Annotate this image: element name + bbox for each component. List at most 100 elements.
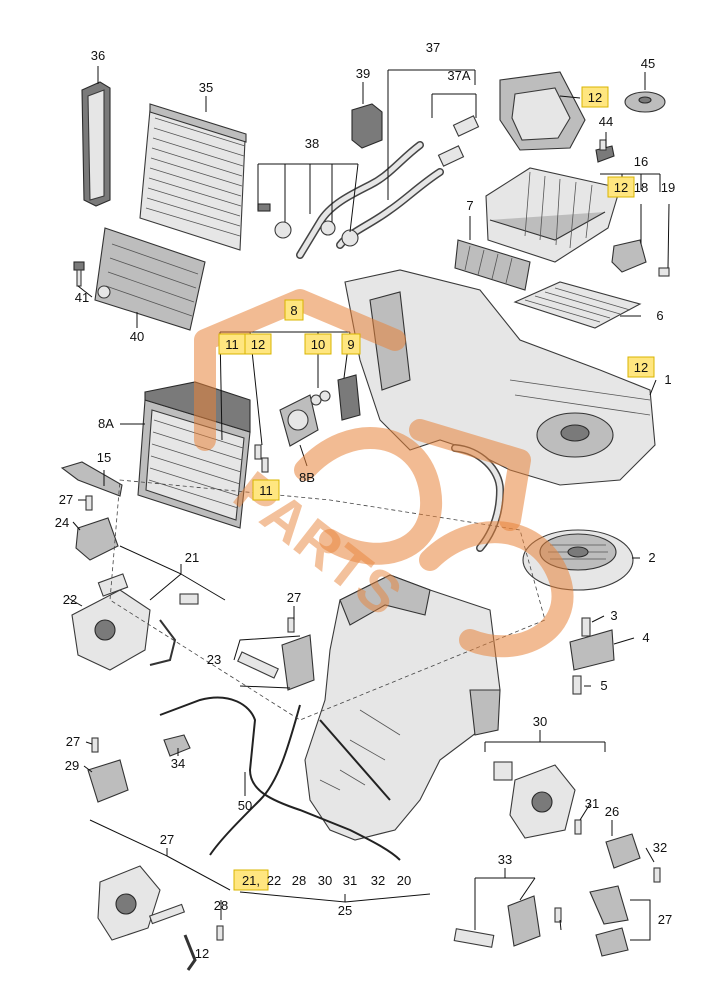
part-24-actuator [75, 517, 119, 561]
highlight-box [244, 333, 272, 355]
callout-12-label: 12 [607, 176, 635, 198]
callout-11-label: 11 [218, 333, 246, 355]
callout-text: 20 [397, 873, 411, 888]
part-38-fittings [257, 203, 359, 247]
part-15-sensor [60, 461, 123, 497]
part-36-bracket [81, 81, 111, 207]
part-8B-expansion-valve [279, 394, 319, 447]
screw-parts [85, 495, 661, 941]
callout-50-label: 50 [238, 798, 252, 813]
callout-text: 21, [242, 873, 260, 888]
callout-text: 35 [199, 80, 213, 95]
part-45-nut [624, 91, 666, 113]
part-18-actuator [611, 239, 647, 273]
callout-3-label: 3 [610, 608, 617, 623]
callout-text: 2 [648, 550, 655, 565]
part-39-valve [351, 103, 383, 149]
part-3-screw [581, 617, 591, 637]
callout-text: 32 [371, 873, 385, 888]
callout-23-label: 23 [207, 652, 221, 667]
part-6-filter [513, 281, 642, 329]
part-37-pipes [296, 115, 480, 259]
callout-12-label: 12 [581, 86, 609, 108]
callout-text: 23 [207, 652, 221, 667]
callout-39-label: 39 [356, 66, 370, 81]
callout-26-label: 26 [605, 804, 619, 819]
callout-38-label: 38 [305, 136, 319, 151]
part-12-gasket [499, 71, 586, 151]
callout-21-label: 21, [233, 869, 269, 891]
part-34-clip [163, 734, 191, 757]
part-35-heater-core [139, 103, 247, 251]
callout-44-label: 44 [599, 114, 613, 129]
callout-35-label: 35 [199, 80, 213, 95]
callout-text: 45 [641, 56, 655, 71]
callout-text: 18 [634, 180, 648, 195]
callout-text: 26 [605, 804, 619, 819]
callout-7-label: 7 [466, 198, 473, 213]
callout-22-label: 22 [63, 592, 77, 607]
callout-27-label: 27 [658, 912, 672, 927]
callout-22-label: 22 [267, 873, 281, 888]
callout-text: 5 [600, 678, 607, 693]
part-20-housing [304, 574, 501, 841]
callout-text: 28 [214, 898, 228, 913]
callout-6-label: 6 [656, 308, 663, 323]
callout-41-label: 41 [75, 290, 89, 305]
part-19-screw [658, 267, 670, 277]
callout-text: 15 [97, 450, 111, 465]
highlight-box [581, 86, 609, 108]
callout-30-label: 30 [533, 714, 547, 729]
callout-33-label: 33 [498, 852, 512, 867]
part-11-screws [254, 444, 269, 473]
callout-1-label: 1 [664, 372, 671, 387]
callout-text: 10 [311, 337, 325, 352]
callout-text: 12 [614, 180, 628, 195]
callout-45-label: 45 [641, 56, 655, 71]
callout-text: 21 [185, 550, 199, 565]
callout-37A-label: 37A [447, 68, 470, 83]
callout-text: 12 [251, 337, 265, 352]
callout-text: 25 [338, 903, 352, 918]
callout-text: 30 [533, 714, 547, 729]
callout-11-label: 11 [252, 479, 280, 501]
callout-text: 41 [75, 290, 89, 305]
callout-20-label: 20 [397, 873, 411, 888]
part-26-actuator [605, 833, 641, 869]
callout-text: 8B [299, 470, 315, 485]
assembly-outline [109, 479, 546, 721]
callout-12-label: 12 [627, 356, 655, 378]
callout-text: 4 [642, 630, 649, 645]
callout-text: 50 [238, 798, 252, 813]
part-50-wiring [159, 696, 401, 861]
callout-text: 31 [585, 796, 599, 811]
part-25-actuator [453, 895, 541, 948]
part-16-flap-housing [485, 167, 621, 263]
callout-text: 31 [343, 873, 357, 888]
callout-32-label: 32 [653, 840, 667, 855]
part-4-cover [569, 629, 615, 671]
callout-8B-label: 8B [299, 470, 315, 485]
part-40-cover [94, 227, 206, 331]
callout-8-label: 8 [284, 299, 304, 321]
callout-8A-label: 8A [98, 416, 114, 431]
callout-text: 16 [634, 154, 648, 169]
callout-text: 30 [318, 873, 332, 888]
callout-10-label: 10 [304, 333, 332, 355]
callout-text: 40 [130, 329, 144, 344]
part-44-bolt [595, 139, 615, 163]
callout-21-label: 21 [185, 550, 199, 565]
callout-27-label: 27 [66, 734, 80, 749]
callout-9-label: 9 [341, 333, 361, 355]
callout-29-label: 29 [65, 758, 79, 773]
part-5-screw [572, 675, 582, 695]
callout-40-label: 40 [130, 329, 144, 344]
callout-12-label: 12 [195, 946, 209, 961]
highlight-box [627, 356, 655, 378]
callout-text: 28 [292, 873, 306, 888]
callout-text: 12 [195, 946, 209, 961]
callout-text: 27 [287, 590, 301, 605]
